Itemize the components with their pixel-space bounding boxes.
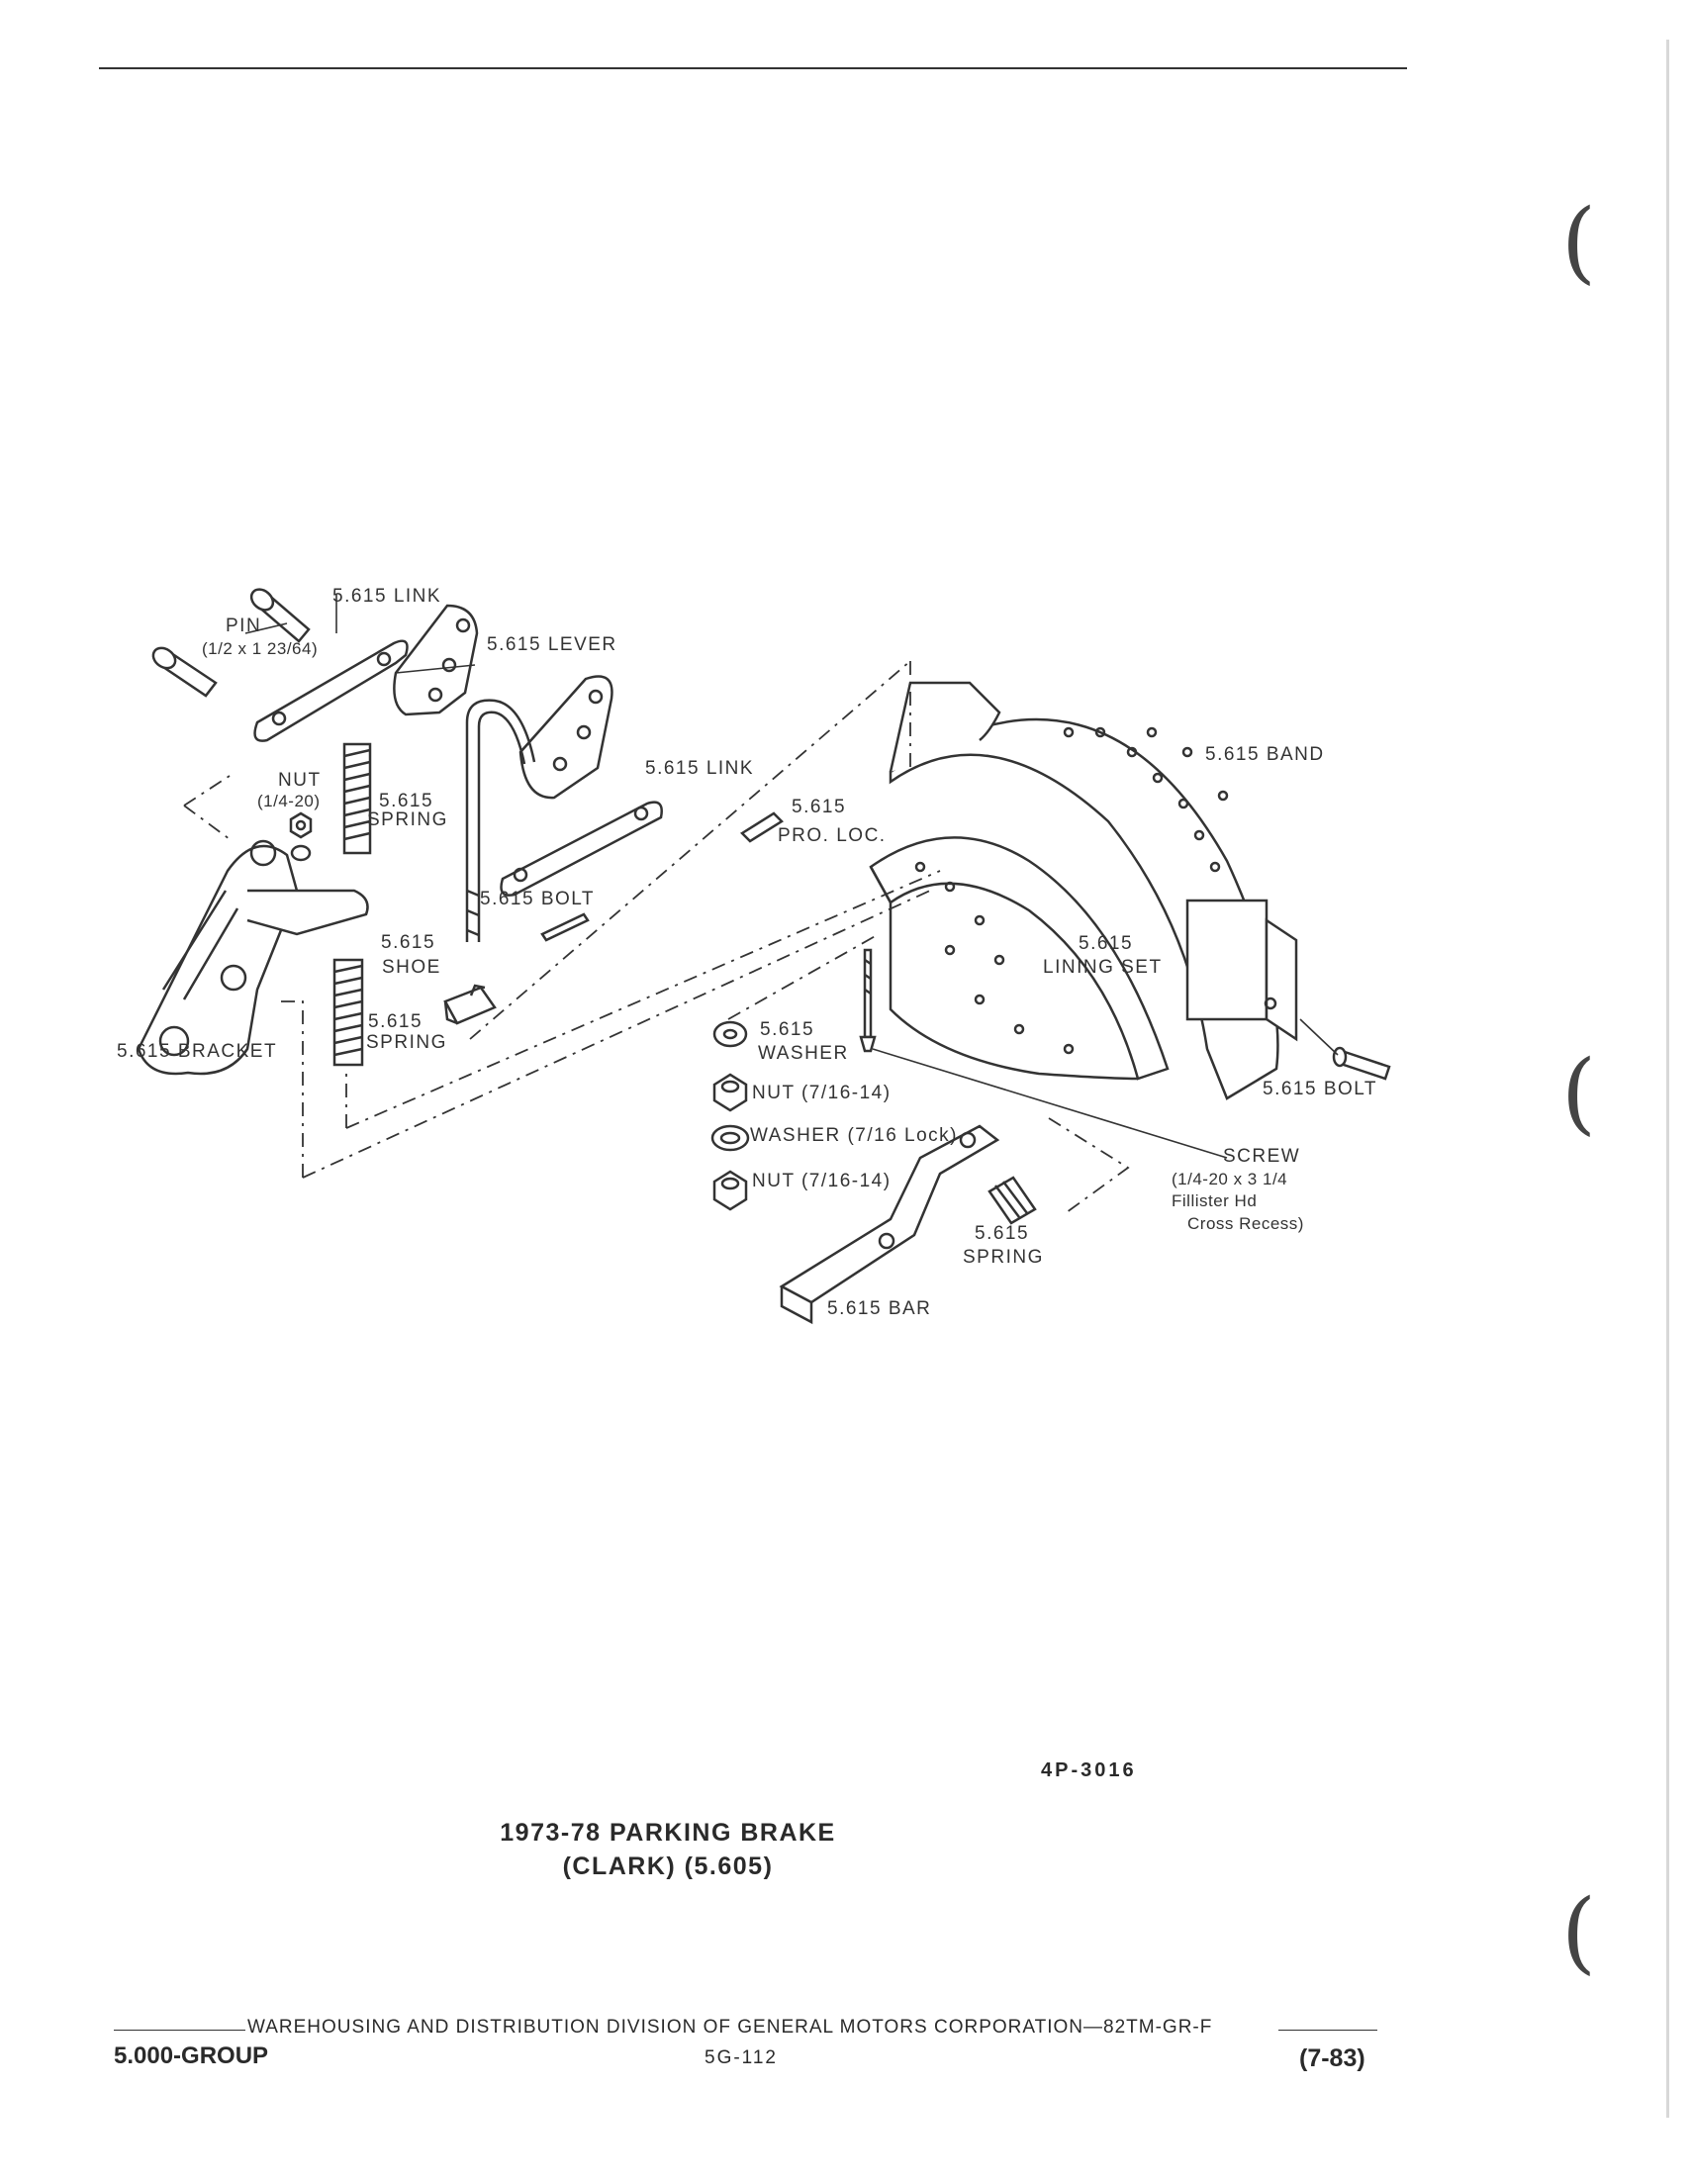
bar-part bbox=[779, 1124, 1000, 1325]
washer-part bbox=[712, 1020, 748, 1048]
label-nut-size: (1/4-20) bbox=[257, 792, 321, 810]
bracket bbox=[137, 839, 369, 1076]
label-bolt-mid: 5.615 BOLT bbox=[480, 889, 596, 909]
top-rule bbox=[99, 67, 1407, 69]
label-screw-size: (1/4-20 x 3 1/4 bbox=[1172, 1170, 1288, 1188]
pin-lower bbox=[151, 646, 218, 698]
label-spring-bar-num: 5.615 bbox=[975, 1223, 1030, 1244]
label-nut-b: NUT (7/16-14) bbox=[752, 1171, 892, 1191]
brake-band bbox=[889, 681, 1298, 1100]
footer-page-number: 5G-112 bbox=[705, 2047, 778, 2068]
label-pin: PIN bbox=[226, 616, 262, 636]
label-bolt-right: 5.615 BOLT bbox=[1263, 1079, 1378, 1099]
label-screw-type: Fillister Hd bbox=[1172, 1191, 1258, 1210]
label-spring-upper: SPRING bbox=[367, 809, 448, 830]
label-bracket: 5.615 BRACKET bbox=[117, 1041, 278, 1062]
label-lever: 5.615 LEVER bbox=[487, 634, 617, 655]
pro-loc bbox=[740, 811, 784, 843]
label-band: 5.615 BAND bbox=[1205, 744, 1325, 765]
lever-plate bbox=[518, 675, 613, 800]
spring-lower bbox=[332, 958, 364, 1067]
pin-upper bbox=[249, 588, 311, 643]
nut-b-part bbox=[712, 1170, 748, 1211]
label-spring-lower-num: 5.615 bbox=[368, 1011, 423, 1032]
label-nut: NUT bbox=[278, 770, 322, 791]
link-upper bbox=[253, 639, 409, 742]
shoe bbox=[443, 984, 497, 1025]
footer-date: (7-83) bbox=[1299, 2044, 1365, 2072]
label-washer-lock: WASHER (7/16 Lock) bbox=[750, 1125, 959, 1146]
label-spring-bar: SPRING bbox=[963, 1247, 1044, 1268]
binder-hole-middle: ( bbox=[1561, 1041, 1597, 1145]
label-lining-num: 5.615 bbox=[1079, 933, 1134, 954]
label-screw: SCREW bbox=[1223, 1146, 1301, 1167]
link-middle bbox=[500, 801, 663, 897]
caption-line-1: 1973-78 PARKING BRAKE bbox=[500, 1819, 836, 1847]
figure-number: 4P-3016 bbox=[1041, 1759, 1137, 1781]
lining-set bbox=[869, 836, 1170, 1081]
screw bbox=[859, 948, 877, 1053]
label-link-mid: 5.615 LINK bbox=[645, 758, 755, 779]
footer-group: 5.000-GROUP bbox=[114, 2042, 269, 2069]
lever bbox=[393, 604, 479, 716]
bolt-middle-part bbox=[540, 912, 590, 942]
binder-hole-top: ( bbox=[1561, 190, 1597, 294]
label-spring-upper-num: 5.615 bbox=[379, 791, 434, 811]
spring-upper bbox=[342, 742, 372, 855]
nut-small bbox=[289, 811, 313, 862]
binder-hole-bottom: ( bbox=[1561, 1880, 1597, 1984]
footer-rule-left bbox=[114, 2030, 245, 2031]
label-pro-loc: PRO. LOC. bbox=[778, 825, 887, 846]
label-link-top: 5.615 LINK bbox=[332, 586, 442, 607]
label-shoe-num: 5.615 bbox=[381, 932, 436, 953]
j-rod bbox=[465, 699, 536, 942]
bolt-right-part bbox=[1332, 1046, 1391, 1081]
washer-lock-part bbox=[710, 1124, 750, 1152]
label-screw-recess: Cross Recess) bbox=[1187, 1214, 1304, 1233]
caption-line-2: (CLARK) (5.605) bbox=[562, 1852, 774, 1880]
label-bar: 5.615 BAR bbox=[827, 1298, 932, 1319]
label-lining: LINING SET bbox=[1043, 957, 1163, 978]
label-shoe: SHOE bbox=[382, 957, 441, 978]
footer-rule-right bbox=[1278, 2030, 1377, 2031]
label-nut-a: NUT (7/16-14) bbox=[752, 1083, 892, 1103]
label-washer-num: 5.615 bbox=[760, 1019, 815, 1040]
nut-a-part bbox=[712, 1073, 748, 1112]
label-spring-lower: SPRING bbox=[366, 1032, 447, 1053]
footer-publisher: WAREHOUSING AND DISTRIBUTION DIVISION OF… bbox=[247, 2017, 1213, 2038]
binding-edge bbox=[1666, 40, 1669, 2118]
label-pro-loc-num: 5.615 bbox=[792, 797, 847, 817]
spring-bar-part bbox=[987, 1176, 1037, 1225]
label-washer: WASHER bbox=[758, 1043, 849, 1064]
label-pin-size: (1/2 x 1 23/64) bbox=[202, 639, 319, 658]
